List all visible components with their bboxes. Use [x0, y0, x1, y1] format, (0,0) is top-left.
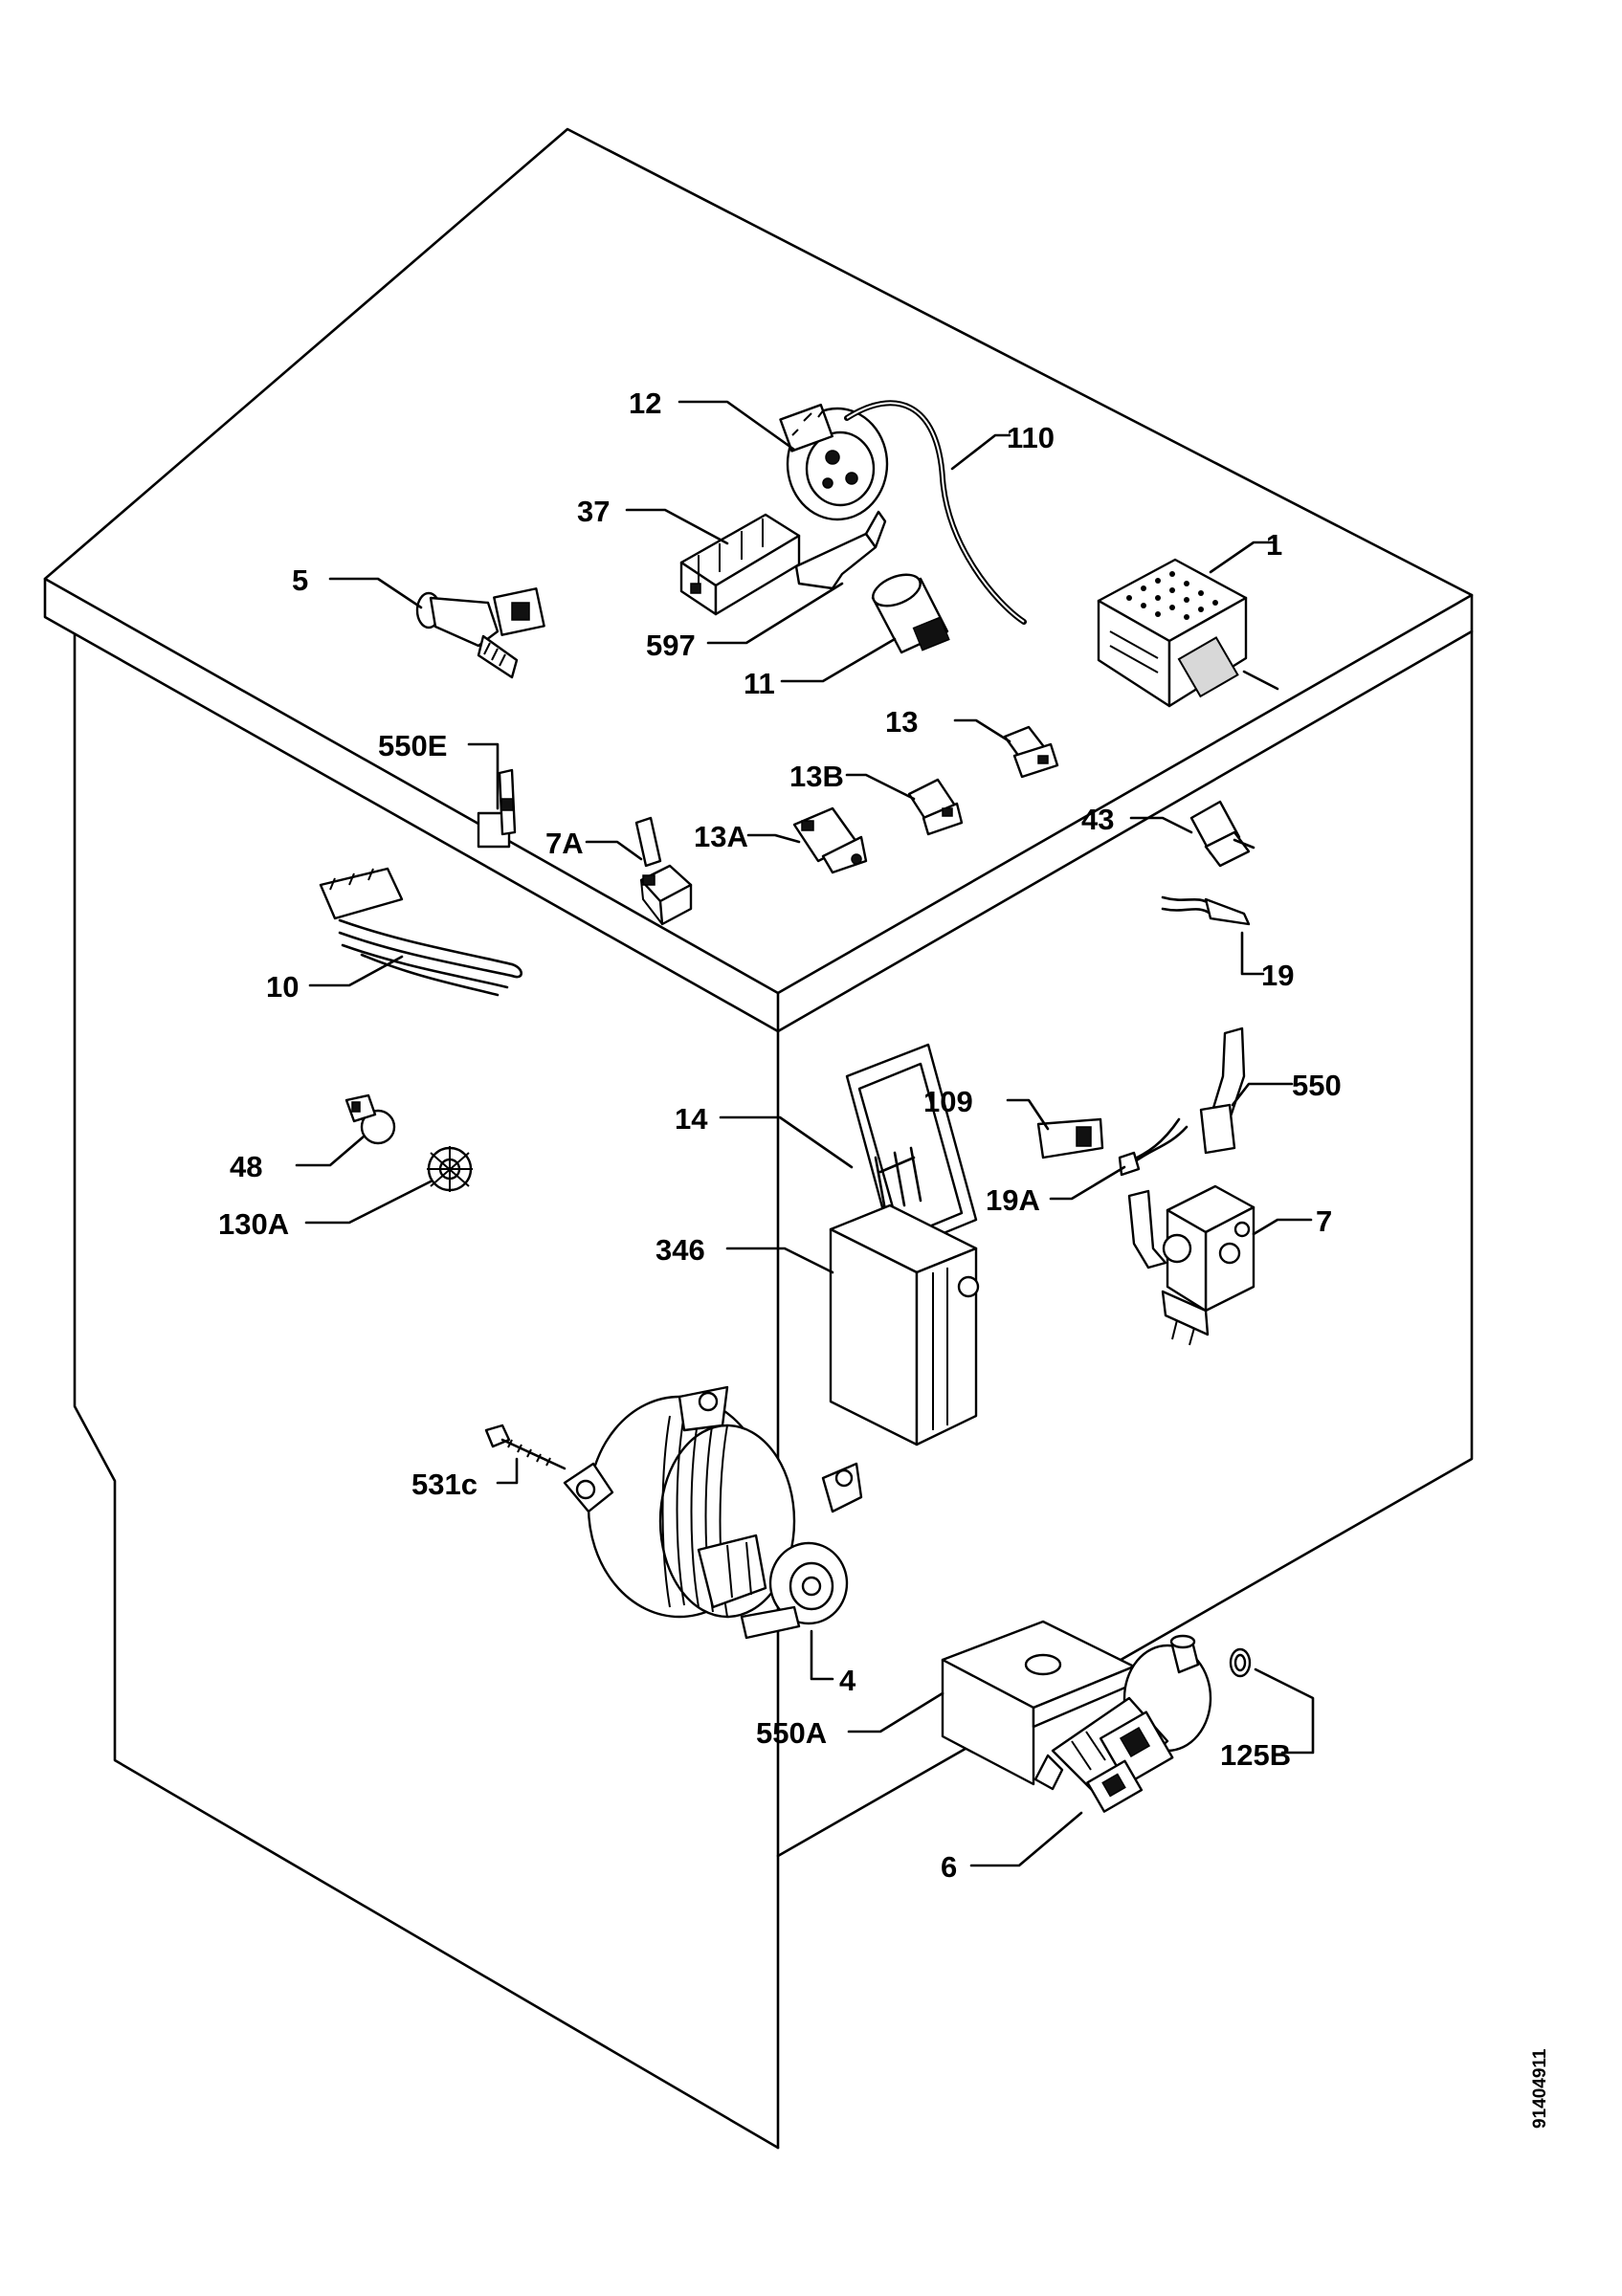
label-7: 7 — [1316, 1204, 1332, 1238]
label-12: 12 — [629, 386, 661, 420]
part-109-clip — [1036, 1117, 1104, 1159]
part-5-valve — [415, 587, 545, 679]
part-11-capacitor — [871, 573, 950, 654]
part-550E-connector — [477, 768, 517, 849]
part-37-terminal-strip — [679, 513, 801, 616]
part-43-connector — [1189, 800, 1255, 868]
label-125B: 125B — [1220, 1738, 1291, 1772]
label-4: 4 — [839, 1664, 856, 1697]
label-550: 550 — [1292, 1069, 1342, 1102]
part-4-motor — [563, 1385, 863, 1640]
label-346: 346 — [655, 1233, 705, 1267]
label-19A: 19A — [986, 1183, 1040, 1217]
cabinet-outline — [43, 127, 1474, 2150]
label-37: 37 — [577, 495, 610, 528]
label-1: 1 — [1266, 528, 1282, 562]
label-6: 6 — [941, 1850, 957, 1884]
label-5: 5 — [292, 563, 308, 597]
part-13-connector — [1003, 725, 1059, 779]
label-550E: 550E — [378, 729, 447, 762]
part-7-door-lock — [1127, 1184, 1255, 1346]
label-13: 13 — [885, 705, 918, 739]
label-13B: 13B — [789, 760, 844, 793]
part-130A-gear — [427, 1146, 473, 1192]
part-48-lamp — [344, 1093, 396, 1145]
part-125B-seal — [1229, 1647, 1252, 1678]
label-43: 43 — [1081, 803, 1114, 836]
label-130A: 130A — [218, 1207, 289, 1241]
part-1-control-module — [1097, 558, 1279, 708]
part-597-bracket — [794, 510, 887, 590]
part-346-box — [829, 1203, 980, 1446]
part-19-probe — [1161, 895, 1251, 926]
label-109: 109 — [923, 1085, 973, 1118]
label-19: 19 — [1261, 959, 1294, 992]
label-550A: 550A — [756, 1716, 827, 1750]
label-597: 597 — [646, 629, 696, 662]
part-7A-switch — [634, 816, 693, 926]
part-110-hose — [844, 400, 1027, 625]
part-12-timer — [779, 403, 889, 521]
label-110: 110 — [1007, 421, 1055, 454]
label-531c: 531c — [411, 1468, 478, 1501]
part-14-lid — [845, 1043, 978, 1255]
part-labels: 12 110 37 5 1 597 11 550E 13 13B 7A 13A … — [218, 386, 1342, 1884]
drawing-code: 91404911 — [1530, 2048, 1550, 2129]
part-13A-connector — [792, 806, 868, 874]
label-10: 10 — [266, 970, 299, 1004]
part-531c-screw — [484, 1424, 567, 1470]
label-13A: 13A — [694, 820, 748, 853]
label-7A: 7A — [545, 827, 584, 860]
part-6-drain-pump — [1033, 1634, 1212, 1813]
part-550-handle — [1199, 1027, 1246, 1155]
part-550A-block — [941, 1620, 1136, 1786]
part-10-heater — [319, 867, 523, 997]
leader-lines — [295, 400, 1315, 1867]
part-13B-connector — [907, 778, 964, 836]
part-19A-probe — [1118, 1117, 1189, 1177]
label-48: 48 — [230, 1150, 262, 1183]
label-14: 14 — [675, 1102, 708, 1136]
label-11: 11 — [744, 667, 775, 700]
